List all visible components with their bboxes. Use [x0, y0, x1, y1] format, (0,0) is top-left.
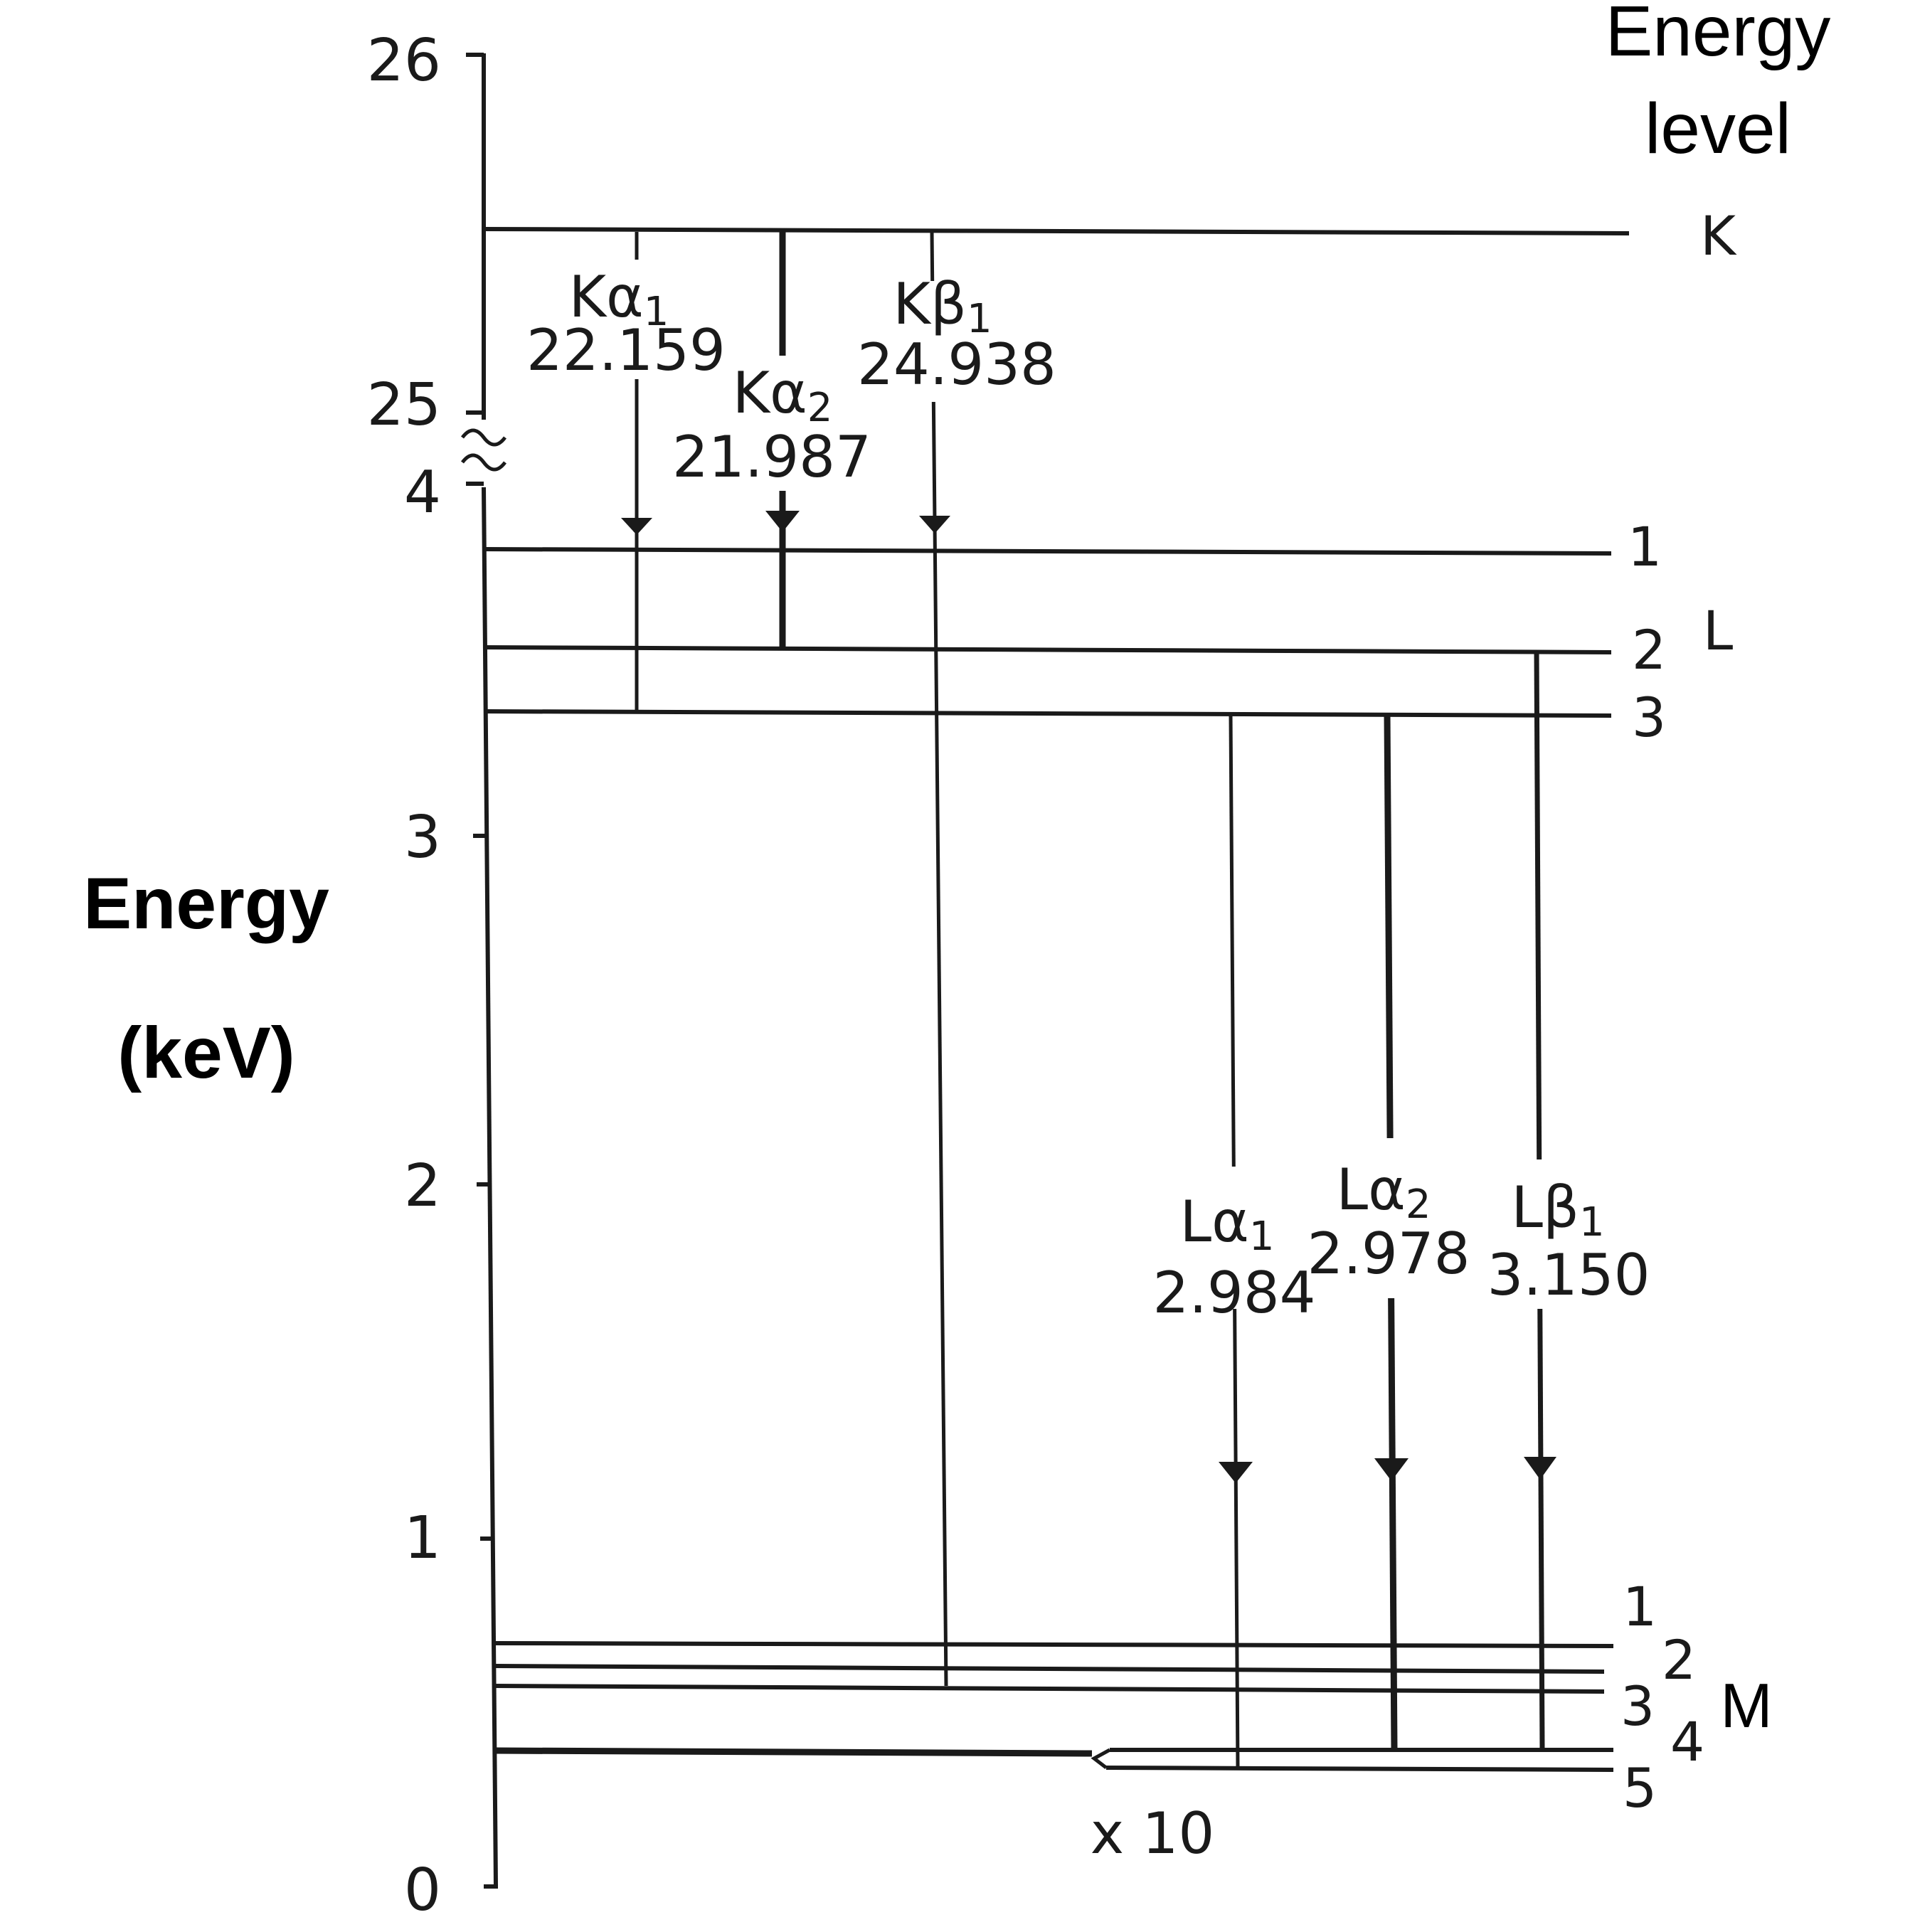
svg-text:Kα1: Kα1 [569, 264, 669, 335]
arrowheads [621, 511, 1556, 1483]
arrowhead-kb1-icon [919, 516, 950, 534]
y-axis-title-line1: Energy [83, 863, 329, 944]
arrowhead-lb1-icon [1524, 1457, 1556, 1480]
tick-label-4: 4 [404, 459, 441, 526]
svg-text:24.938: 24.938 [857, 331, 1056, 398]
label-kb1: Kβ1 24.938 [857, 271, 1056, 398]
arrow-kb1 [930, 231, 948, 1687]
svg-text:Kβ1: Kβ1 [893, 271, 992, 342]
label-ka2: Kα2 21.987 [672, 360, 871, 490]
shell-M-sub-5: 5 [1623, 1756, 1657, 1820]
svg-text:2.984: 2.984 [1152, 1260, 1315, 1326]
level-L3 [483, 709, 1612, 718]
svg-text:21.987: 21.987 [672, 424, 871, 490]
tick-label-0: 0 [404, 1857, 441, 1924]
y-axis [466, 53, 498, 1889]
shell-M-sub-4: 4 [1670, 1710, 1704, 1773]
level-M1 [494, 1641, 1614, 1648]
arrowhead-la1-icon [1219, 1462, 1253, 1483]
axis-break-icon [461, 428, 506, 472]
svg-text:Lβ1: Lβ1 [1511, 1174, 1604, 1246]
level-M3 [494, 1684, 1605, 1694]
shell-L-sub-1: 1 [1628, 515, 1662, 578]
shell-M-label: M [1720, 1670, 1772, 1741]
header-level: level [1645, 89, 1791, 169]
svg-text:Lα2: Lα2 [1337, 1157, 1431, 1228]
svg-text:3.150: 3.150 [1487, 1242, 1650, 1308]
shell-M-sub-1: 1 [1623, 1575, 1657, 1638]
svg-text:Kα2: Kα2 [733, 360, 833, 431]
svg-text:Lα1: Lα1 [1180, 1189, 1275, 1260]
scale-note: x 10 [1091, 1800, 1215, 1867]
tick-label-26: 26 [367, 27, 441, 95]
svg-text:22.159: 22.159 [526, 317, 726, 383]
tick-label-3: 3 [404, 804, 441, 871]
shell-M-sub-2: 2 [1662, 1628, 1696, 1692]
svg-text:2.978: 2.978 [1307, 1221, 1470, 1287]
level-M4 [495, 1747, 1093, 1757]
shell-L-label: L [1703, 599, 1733, 662]
level-K [483, 227, 1630, 235]
tick-label-25: 25 [367, 371, 441, 439]
level-L2 [483, 645, 1612, 654]
label-ka1: Kα1 22.159 [526, 264, 726, 383]
level-L1 [483, 547, 1612, 556]
arrowhead-ka2-icon [765, 511, 800, 532]
header-energy: Energy [1606, 0, 1831, 71]
arrowhead-la2-icon [1374, 1458, 1409, 1481]
tick-label-1: 1 [404, 1504, 441, 1572]
m4-m5-bracket-icon [1091, 1748, 1111, 1769]
arrowhead-ka1-icon [621, 518, 652, 535]
energy-levels [483, 227, 1630, 1772]
shell-K-label: K [1700, 204, 1737, 267]
label-la1: Lα1 2.984 [1152, 1189, 1315, 1326]
tick-label-2: 2 [404, 1152, 441, 1220]
shell-L-sub-3: 3 [1632, 686, 1666, 749]
shell-L-sub-2: 2 [1632, 618, 1666, 681]
level-M2 [494, 1664, 1605, 1674]
level-M5-scaled [1105, 1766, 1614, 1772]
label-la2: Lα2 2.978 [1307, 1157, 1470, 1287]
y-axis-title-line2: (keV) [117, 1012, 295, 1093]
shell-M-sub-3: 3 [1620, 1674, 1655, 1738]
label-lb1: Lβ1 3.150 [1487, 1174, 1650, 1308]
